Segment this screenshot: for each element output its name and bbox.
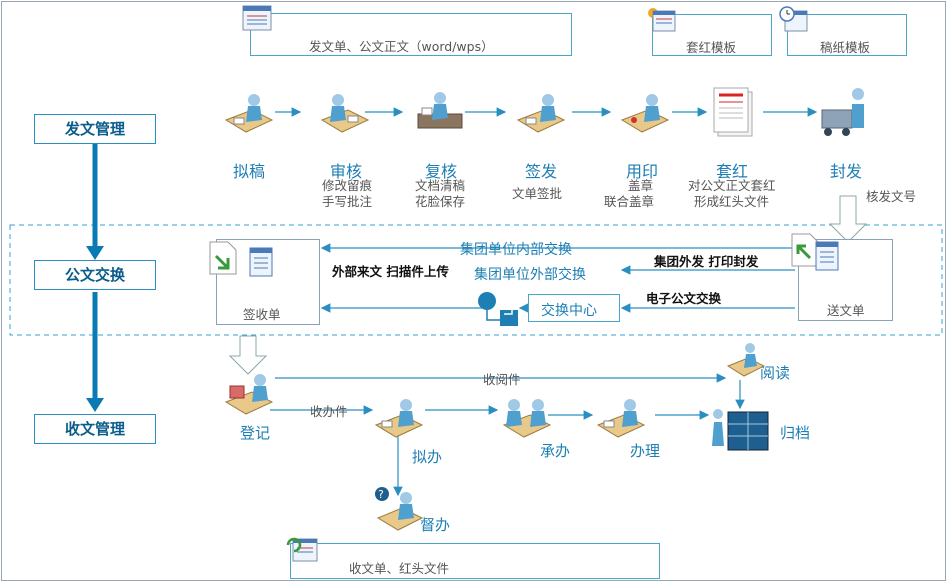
template-doc-box: 发文单、公文正文（word/wps） — [250, 13, 572, 56]
supervise-label: 督办 — [420, 516, 451, 534]
external-incoming-label: 外部来文 扫描件上传 — [332, 264, 449, 279]
network-exchange-icon — [476, 290, 522, 334]
handle-doc-label: 收办件 — [310, 404, 348, 419]
internal-exchange-label: 集团单位内部交换 — [460, 242, 572, 258]
template-receipt-box: 收文单、红头文件 — [290, 543, 660, 579]
read-person-icon — [726, 340, 766, 384]
propose-label: 拟办 — [412, 448, 443, 466]
group-send-label: 集团外发 打印封发 — [654, 254, 759, 269]
step-redheader-title: 套红 — [716, 162, 749, 181]
review-person-icon — [318, 90, 370, 140]
sign-person-icon — [514, 90, 566, 140]
template-receipt-label: 收文单、红头文件 — [349, 561, 450, 576]
exchange-area-border — [9, 224, 943, 336]
step-sign-title: 签发 — [525, 162, 558, 181]
step-recheck-title: 复核 — [425, 162, 458, 181]
step-seal-title: 用印 — [626, 162, 659, 181]
outgoing-document-icon — [790, 232, 846, 278]
undertake-person-icon — [500, 395, 552, 445]
step-seal-sub-1: 盖章 — [628, 178, 654, 193]
sign-receipt-label: 签收单 — [243, 307, 281, 322]
step-seal-send-title: 封发 — [830, 162, 863, 181]
supervise-person-icon: ? — [374, 486, 424, 536]
undertake-label: 承办 — [540, 442, 571, 460]
draft-person-icon — [222, 90, 274, 140]
delivery-cart-icon — [818, 84, 870, 144]
template-red-header-box: 套红模板 — [652, 14, 772, 56]
register-person-icon — [222, 372, 274, 422]
exchange-center-label: 交换中心 — [541, 303, 597, 319]
step-review-sub-2: 手写批注 — [322, 194, 373, 209]
step-sign-sub-1: 文单签批 — [512, 186, 563, 201]
template-red-header-label: 套红模板 — [686, 40, 737, 55]
archive-cabinet-icon — [710, 406, 772, 456]
svg-text:?: ? — [378, 488, 384, 501]
step-review-sub-1: 修改留痕 — [322, 178, 373, 193]
document-form-icon — [242, 5, 272, 35]
process-person-icon — [594, 395, 646, 445]
read-label: 阅读 — [760, 364, 791, 382]
refresh-document-icon — [285, 535, 319, 567]
step-review-title: 审核 — [330, 162, 363, 181]
red-header-document-icon — [710, 86, 756, 142]
red-header-template-icon — [645, 5, 677, 37]
step-seal-sub-2: 联合盖章 — [604, 194, 655, 209]
exchange-center-box: 交换中心 — [528, 294, 620, 322]
clock-template-icon — [777, 5, 809, 37]
stage-dispatch: 发文管理 — [34, 114, 156, 144]
stage-receive: 收文管理 — [34, 414, 156, 444]
step-recheck-sub-2: 花脸保存 — [415, 194, 466, 209]
step-recheck-sub-1: 文档清稿 — [415, 178, 466, 193]
template-draft-paper-label: 稿纸模板 — [820, 40, 871, 55]
send-doc-label: 送文单 — [827, 303, 865, 318]
recheck-person-icon — [412, 86, 468, 140]
dispatch-number-label: 核发文号 — [866, 189, 917, 204]
electronic-exchange-label: 电子公文交换 — [646, 291, 722, 306]
process-label: 办理 — [630, 442, 661, 460]
seal-person-icon — [618, 90, 670, 140]
step-redheader-sub-1: 对公文正文套红 — [688, 178, 776, 193]
external-exchange-label: 集团单位外部交换 — [474, 267, 586, 283]
propose-person-icon — [372, 395, 424, 445]
incoming-document-icon — [208, 240, 278, 286]
step-draft-title: 拟稿 — [233, 162, 266, 181]
register-label: 登记 — [240, 424, 271, 442]
read-doc-label: 收阅件 — [483, 372, 521, 387]
step-redheader-sub-2: 形成红头文件 — [694, 194, 770, 209]
stage-exchange: 公文交换 — [34, 260, 156, 290]
archive-label: 归档 — [780, 424, 811, 442]
template-doc-label: 发文单、公文正文（word/wps） — [309, 39, 494, 54]
